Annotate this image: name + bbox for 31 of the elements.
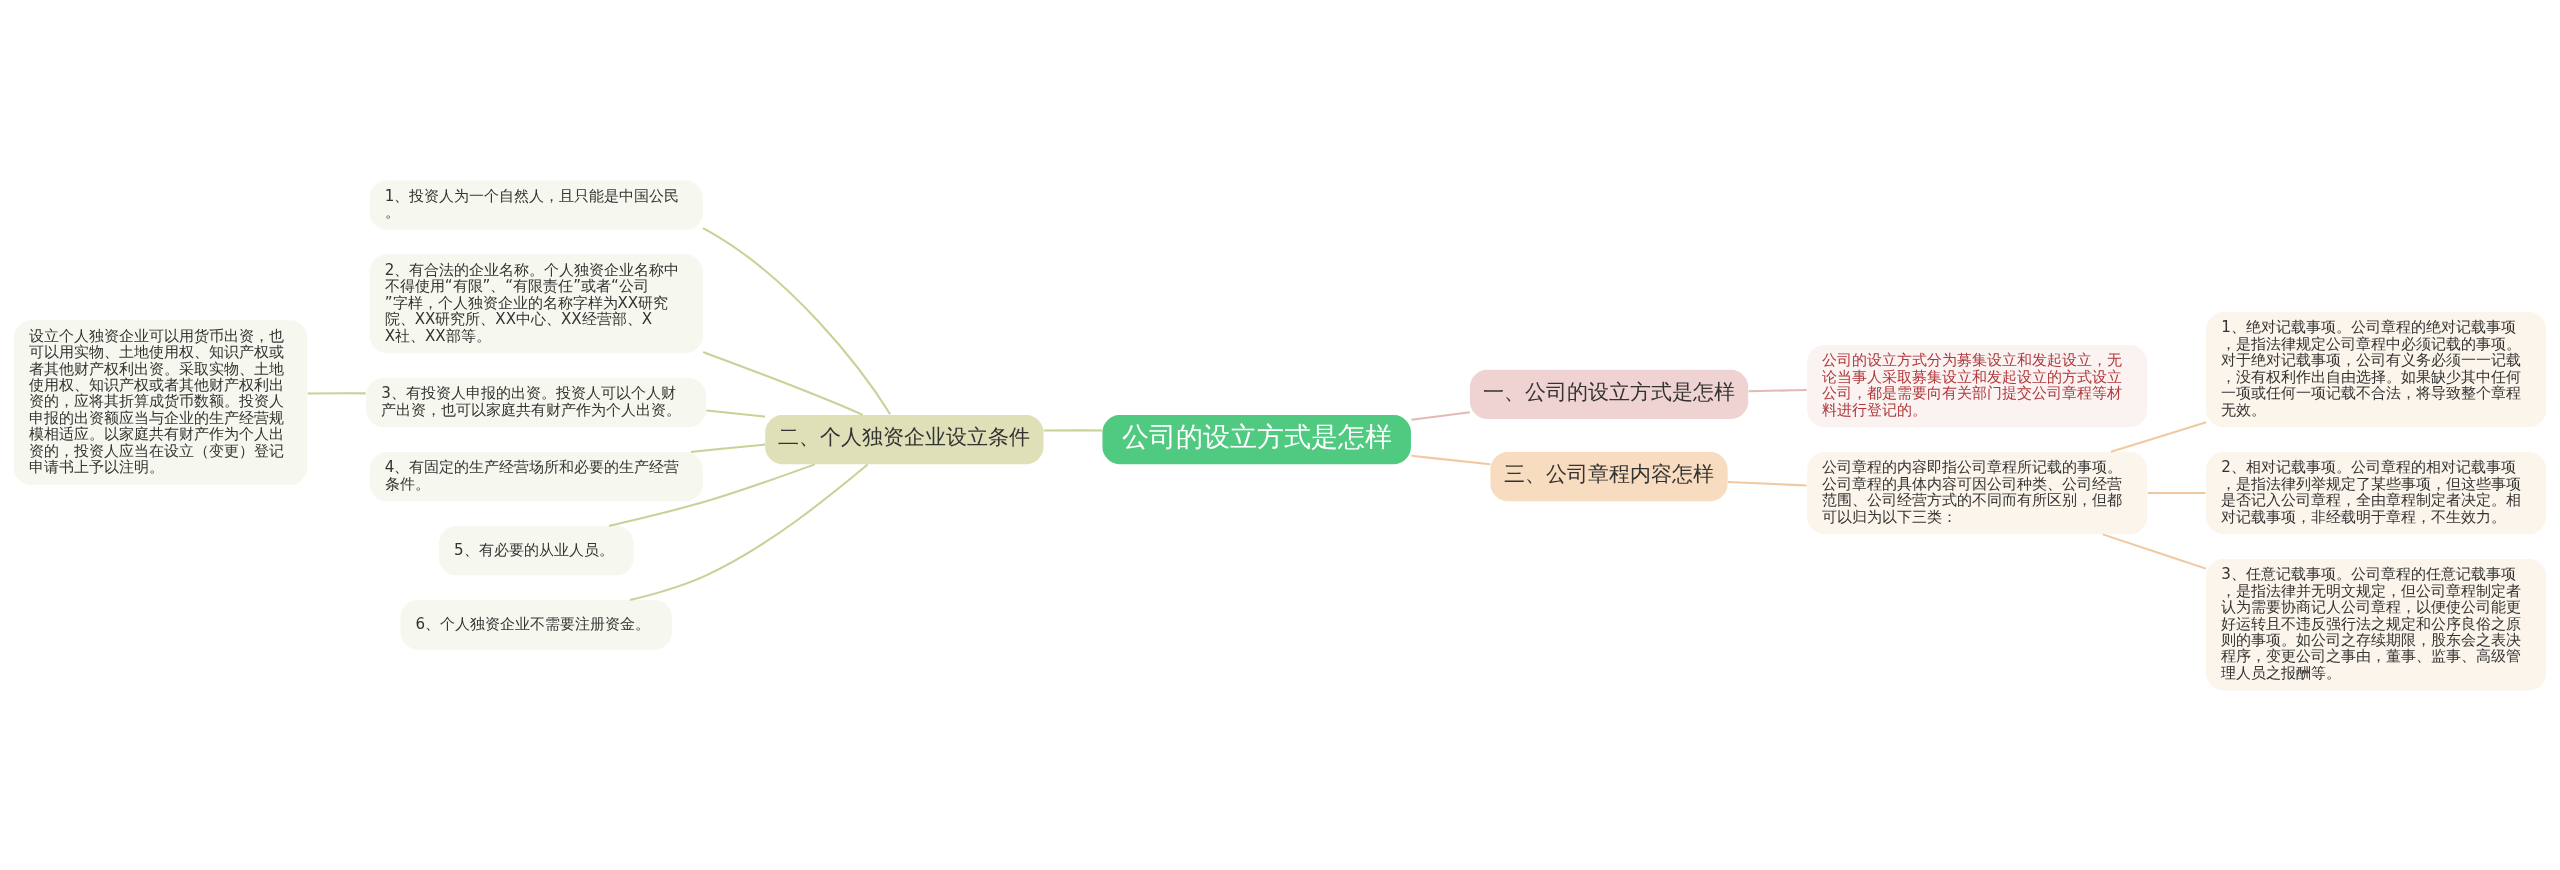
node-box: 2、相对记载事项。公司章程的相对记载事项，是指法律列举规定了某些事项，但这些事项是否记入公司章程，全由章程制定者决定。相对记载事项，非经载明于章程，不生效力。 <box>2206 451 2547 534</box>
connector <box>690 443 766 453</box>
connector <box>2110 420 2207 453</box>
node-box: 公司的设立方式是怎样 <box>1102 414 1411 464</box>
connector <box>702 226 892 415</box>
connector <box>608 462 816 527</box>
node-box: 3、任意记载事项。公司章程的任意记载事项，是指法律并无明文规定，但公司章程制定者认为需要协商记人公司章程，以便使公司能更好运转且不违反强行法之规定和公序良俗之原则的事项。如公司之存续期限，股东会之表决程序，变更公司之事由，董事、监事、高级管理人员之报酬等。 <box>2206 558 2547 690</box>
node-box: 公司的设立方式分为募集设立和发起设立，无论当事人采取募集设立和发起设立的方式设立公司，都是需要向有关部门提交公司章程等材料进行登记的。 <box>1807 344 2148 427</box>
node-box: 1、投资人为一个自然人，且只能是中国公民。 <box>369 180 703 230</box>
connector <box>702 350 864 416</box>
connector <box>629 463 869 601</box>
node-box: 3、有投资人申报的出资。投资人可以个人财产出资，也可以家庭共有财产作为个人出资。 <box>366 377 707 427</box>
connector <box>1728 480 1807 486</box>
node-box: 2、有合法的企业名称。个人独资企业名称中不得使用“有限”、“有限责任”或者“公司”字样，个人独资企业的名称字样为XX研究院、XX研究所、XX中心、XX经营部、XX社、XX部等。 <box>369 254 703 353</box>
node-box: 一、公司的设立方式是怎样 <box>1469 369 1749 419</box>
connector <box>2102 532 2207 570</box>
node-box: 二、个人独资企业设立条件 <box>765 414 1044 464</box>
node-box: 设立个人独资企业可以用货币出资，也可以用实物、土地使用权、知识产权或者其他财产权利出资。采取实物、土地使用权、知识产权或者其他财产权利出资的，应将其折算成货币数额。投资人申报的出资额应当与企业的生产经营规模相适应。以家庭共有财产作为个人出资的，投资人应当在设立（变更）登记申请书上予以注明。 <box>13 319 308 485</box>
node-box: 1、绝对记载事项。公司章程的绝对记载事项，是指法律规定公司章程中必须记载的事项。对于绝对记载事项，公司有义务必须一一记载，没有权利作出自由选择。如果缺少其中任何一项或任何一项记载不合法，将导致整个章程无效。 <box>2206 311 2547 427</box>
node-box: 公司章程的内容即指公司章程所记载的事项。公司章程的具体内容可因公司种类、公司经营范围、公司经营方式的不同而有所区别，但都可以归为以下三类： <box>1807 451 2148 534</box>
connector <box>1043 428 1102 432</box>
connector <box>307 391 366 395</box>
connector <box>1748 388 1807 392</box>
node-box: 5、有必要的从业人员。 <box>438 525 634 575</box>
connector <box>2147 491 2206 494</box>
connector <box>1411 410 1470 421</box>
node-box: 4、有固定的生产经营场所和必要的生产经营条件。 <box>369 451 703 501</box>
node-box: 6、个人独资企业不需要注册资金。 <box>400 599 672 649</box>
node-box: 三、公司章程内容怎样 <box>1490 451 1728 501</box>
connector <box>1411 454 1491 465</box>
connector <box>706 408 766 418</box>
